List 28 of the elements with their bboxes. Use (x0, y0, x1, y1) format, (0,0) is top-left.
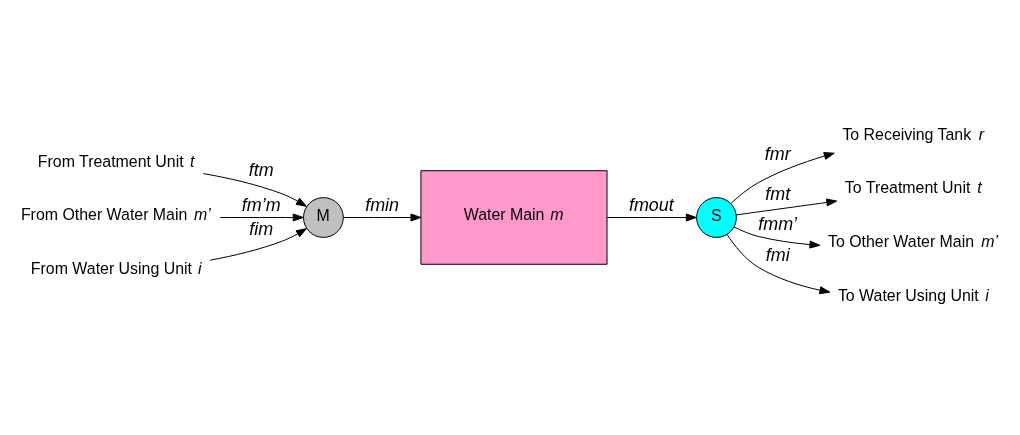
arrow (730, 152, 835, 204)
node-text: To Treatment Unit t (844, 179, 982, 197)
edge-label: fmi (765, 244, 790, 265)
arrow (343, 213, 422, 222)
node-text: To Receiving Tank r (842, 125, 985, 143)
node-text: From Treatment Unit t (37, 152, 195, 170)
arrow (606, 213, 697, 222)
arrow (202, 173, 307, 207)
arrow (726, 233, 831, 295)
node-circle: S (696, 197, 737, 238)
node-text: To Water Using Unit i (837, 286, 989, 304)
edge-label: fmin (365, 194, 400, 215)
edge-label: fm’m (241, 194, 281, 215)
arrow (219, 213, 304, 222)
edge-label: fmout (628, 194, 674, 215)
node-text: To Other Water Main m’ (827, 233, 998, 251)
node-box: Water Main m (420, 170, 608, 265)
node-text: From Water Using Unit i (30, 260, 202, 278)
edge-label: fmt (765, 183, 791, 204)
edge-label: fmm’ (758, 213, 798, 234)
arrow (209, 228, 307, 261)
edge-label: fmr (764, 144, 791, 165)
arrow (736, 198, 838, 216)
edge-label: fim (249, 218, 274, 239)
node-text: From Other Water Main m’ (20, 206, 211, 224)
node-circle: M (303, 197, 344, 238)
arrow (733, 226, 821, 249)
edge-label: ftm (248, 160, 274, 181)
